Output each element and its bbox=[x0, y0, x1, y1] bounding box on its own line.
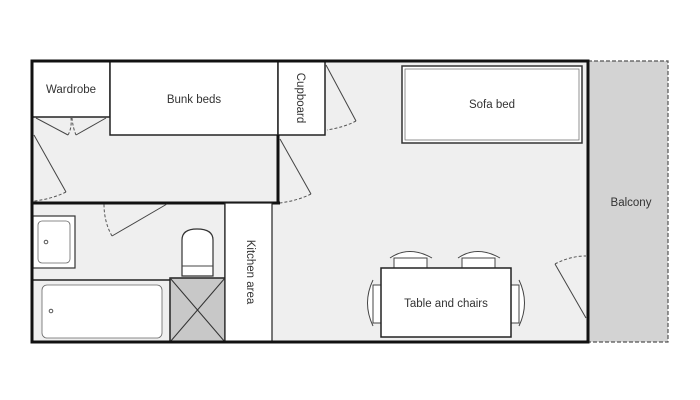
bathtub bbox=[41, 284, 163, 339]
balcony-label: Balcony bbox=[611, 197, 652, 209]
shower bbox=[169, 277, 226, 343]
table bbox=[380, 267, 512, 338]
sofa-bed bbox=[401, 65, 583, 144]
kitchen-area bbox=[224, 202, 273, 343]
wardrobe-doors bbox=[35, 117, 107, 136]
chairs bbox=[367, 251, 525, 327]
cupboard bbox=[277, 60, 326, 136]
cupboard-door bbox=[325, 64, 357, 131]
bunk-beds-label: Bunk beds bbox=[167, 94, 222, 106]
bathroom-door bbox=[103, 203, 168, 237]
bedroom-door bbox=[33, 134, 67, 202]
balcony-door bbox=[554, 255, 587, 319]
wardrobe-label: Wardrobe bbox=[46, 84, 96, 96]
living-door bbox=[278, 138, 312, 204]
toilet bbox=[181, 228, 214, 277]
cupboard-label: Cupboard bbox=[294, 73, 306, 124]
kitchen-area-label: Kitchen area bbox=[244, 240, 256, 305]
table-and-chairs-label: Table and chairs bbox=[404, 298, 488, 310]
sofa-bed-label: Sofa bed bbox=[469, 99, 515, 111]
bunk-beds bbox=[109, 60, 279, 136]
outer-walls bbox=[30, 59, 590, 344]
balcony bbox=[587, 60, 669, 343]
